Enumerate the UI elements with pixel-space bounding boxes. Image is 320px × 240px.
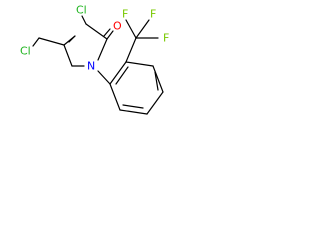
bonds bbox=[32, 15, 164, 115]
bond-c3-cl bbox=[81, 15, 87, 25]
atom-cl-ring: Cl bbox=[76, 4, 87, 17]
molecule-structure: Cl O Cl N F F F bbox=[20, 4, 169, 115]
atom-cl-methyl: Cl bbox=[20, 45, 31, 58]
bond-ar-cf3 bbox=[125, 37, 137, 63]
bond-ar-inner-2 bbox=[154, 71, 159, 91]
bond-ar3-ar4 bbox=[152, 65, 164, 93]
bond-c4-ch2 bbox=[38, 37, 65, 46]
bond-ar5-ar6 bbox=[119, 109, 148, 115]
bond-ar-inner-3 bbox=[122, 104, 144, 109]
bond-ar4-ar5 bbox=[146, 91, 164, 115]
atom-f-top-left: F bbox=[122, 8, 128, 21]
bond-c2-c3 bbox=[85, 23, 108, 40]
atom-f-top-right: F bbox=[150, 8, 156, 21]
bond-ar1-ar2 bbox=[109, 61, 127, 85]
atom-o-carbonyl: O bbox=[113, 20, 122, 33]
bond-c2-o-b bbox=[103, 28, 111, 37]
atom-n-ring: N bbox=[87, 60, 95, 73]
bond-c4-c5 bbox=[63, 44, 73, 67]
atom-labels: Cl O Cl N F F F bbox=[20, 4, 169, 73]
bond-cf3-f1 bbox=[125, 19, 137, 39]
bond-c2-o-a bbox=[106, 30, 114, 40]
bond-ar2-ar3 bbox=[125, 61, 154, 67]
bond-n-c2 bbox=[97, 38, 108, 61]
bond-c3-c4b bbox=[63, 35, 76, 46]
bond-ar6-ar1 bbox=[109, 83, 121, 111]
atom-f-right: F bbox=[163, 32, 169, 45]
bond-cf3-f2 bbox=[135, 19, 150, 39]
bond-ch2-cl bbox=[32, 37, 40, 47]
bond-n-ph bbox=[97, 70, 111, 85]
bond-ar-inner-1 bbox=[115, 66, 129, 85]
